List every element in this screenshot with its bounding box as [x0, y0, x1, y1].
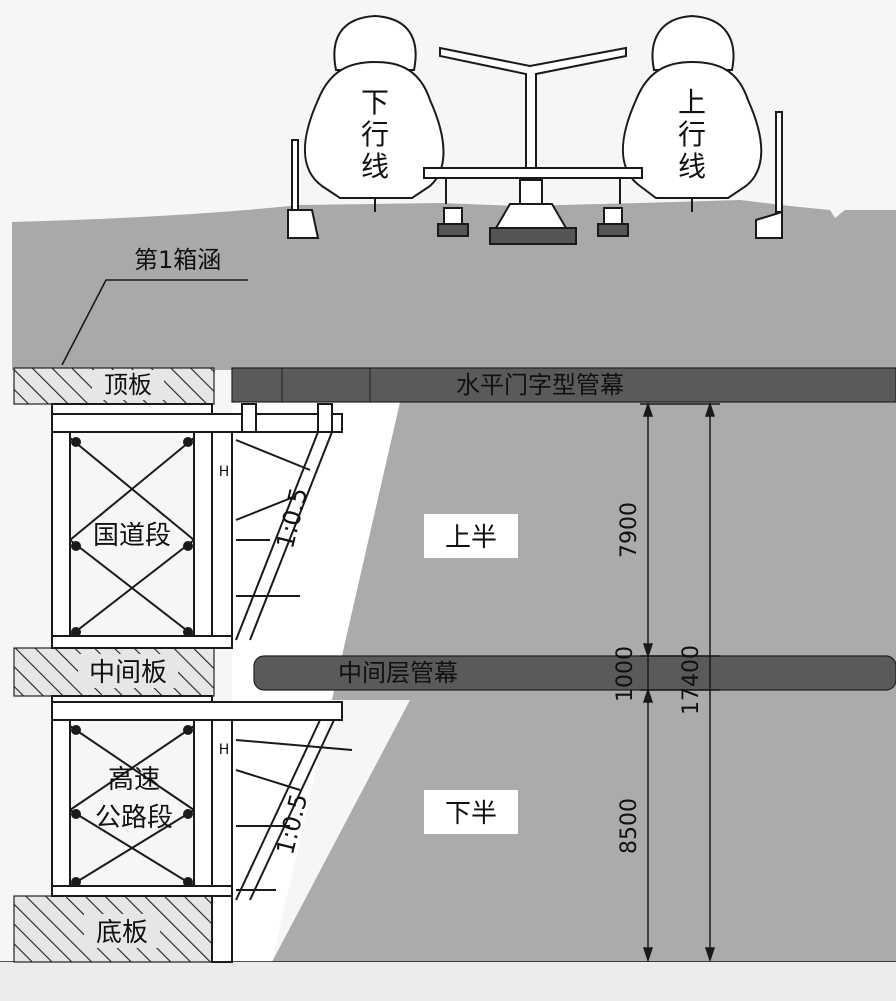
down-line-train — [303, 14, 445, 212]
down-line-label-char: 行 — [361, 118, 389, 151]
down-line-label-char: 下 — [361, 86, 389, 119]
lower-half-label: 下半 — [445, 799, 497, 829]
up-line-label-char: 线 — [678, 150, 706, 183]
dimension-lines — [640, 401, 720, 963]
ground-embankment — [12, 200, 896, 370]
dimension-middle: 1000 — [613, 646, 638, 702]
up-line-label-char: 上 — [678, 86, 706, 119]
up-line-label-char: 行 — [678, 118, 706, 151]
upper-half-label: 上半 — [445, 523, 497, 553]
top-slab-label-bg — [92, 370, 164, 400]
middle-slab-label-bg — [78, 654, 178, 688]
upper-support-frame — [51, 403, 343, 649]
box-culvert-slope-line — [61, 279, 248, 366]
bottom-slab-label: 底板 — [96, 918, 148, 948]
middle-pipe-roof-label: 中间层管幕 — [338, 659, 458, 687]
down-line-label-char: 线 — [361, 150, 389, 183]
national-road-section-label: 国道段 — [93, 521, 171, 551]
upper-half-box — [424, 514, 518, 558]
h-mark: H — [219, 742, 230, 758]
bottom-slab-label-bg — [84, 914, 160, 948]
dimension-total: 17400 — [679, 645, 704, 715]
lower-half-box — [424, 790, 518, 834]
highway-section-label-line1: 高速 — [108, 765, 160, 795]
highway-section-label-line2: 公路段 — [95, 803, 173, 833]
h-mark: H — [219, 464, 230, 480]
lower-support-frame — [51, 695, 353, 963]
bottom-strip — [0, 962, 896, 1001]
horizontal-pipe-roof-label: 水平门字型管幕 — [456, 371, 624, 399]
box-culvert-label: 第1箱涵 — [134, 246, 221, 274]
middle-slab-label: 中间板 — [89, 658, 167, 688]
top-slab-label: 顶板 — [104, 371, 152, 399]
middle-pipe-roof — [253, 655, 896, 691]
horizontal-pipe-roof — [231, 367, 896, 403]
up-line-train — [621, 14, 763, 212]
catenary-mast — [287, 46, 783, 245]
dimension-lower: 8500 — [617, 798, 642, 854]
dimension-upper: 7900 — [617, 502, 642, 558]
